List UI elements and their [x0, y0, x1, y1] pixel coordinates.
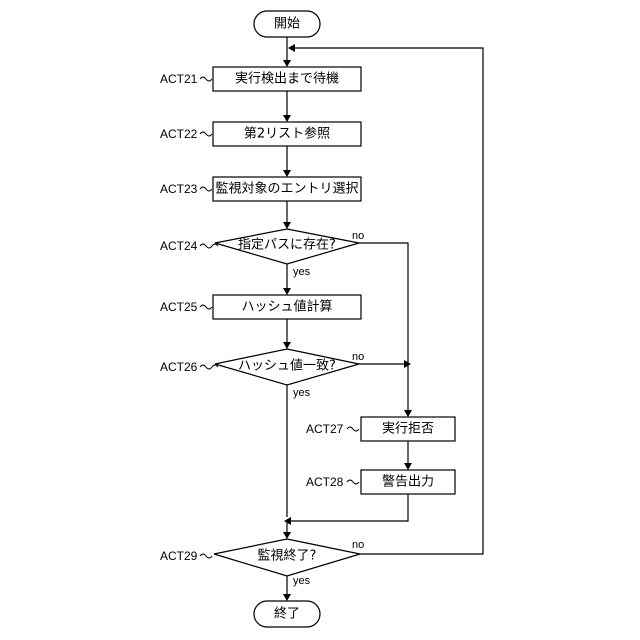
branch-no-label: no	[352, 539, 364, 551]
step-id-act27: ACT27	[306, 422, 344, 436]
step-id-act26: ACT26	[160, 360, 198, 374]
branch-no-label: no	[352, 351, 364, 363]
step-leader	[347, 427, 359, 431]
arrowhead	[283, 594, 291, 601]
process-label: 警告出力	[382, 474, 434, 490]
end-terminator: 終了	[254, 601, 320, 627]
start-label: 開始	[274, 17, 300, 32]
arrowhead	[283, 222, 291, 229]
process-label: ハッシュ値計算	[241, 299, 332, 315]
step-id-act22: ACT22	[160, 127, 198, 141]
process-label: 実行拒否	[382, 421, 434, 437]
arrowhead	[283, 532, 291, 539]
decision-act24: 指定パスに存在?	[215, 229, 359, 264]
arrowhead	[283, 115, 291, 122]
arrowhead	[404, 463, 412, 470]
step-id-act24: ACT24	[160, 239, 198, 253]
step-leader	[200, 305, 212, 309]
flow-act24-no-branch	[359, 243, 408, 410]
arrowhead	[283, 170, 291, 177]
branch-labels: no yes no yes no yes	[293, 230, 364, 587]
decision-label: 監視終了?	[258, 548, 317, 564]
branch-yes-label: yes	[293, 575, 311, 587]
branch-yes-label: yes	[293, 266, 311, 278]
process-act22: 第2リスト参照	[213, 122, 361, 146]
process-act25: ハッシュ値計算	[213, 295, 361, 319]
step-id-act29: ACT29	[160, 549, 198, 563]
process-act23: 監視対象のエントリ選択	[213, 177, 361, 201]
decision-act29: 監視終了?	[214, 539, 360, 576]
step-id-act23: ACT23	[160, 182, 198, 196]
flow-act28-to-merge	[291, 494, 408, 521]
step-leader	[347, 480, 359, 484]
branch-yes-label: yes	[293, 387, 311, 399]
decision-label: ハッシュ値一致?	[238, 358, 336, 374]
step-leader	[200, 554, 212, 558]
start-terminator: 開始	[254, 11, 320, 37]
process-label: 監視対象のエントリ選択	[215, 181, 358, 197]
arrowhead	[288, 44, 295, 52]
step-leader	[200, 365, 218, 369]
arrowhead	[283, 342, 291, 349]
step-id-act28: ACT28	[306, 475, 344, 489]
branch-no-label: no	[352, 230, 364, 242]
step-id-act21: ACT21	[160, 72, 198, 86]
step-leader	[200, 187, 212, 191]
process-label: 第2リスト参照	[244, 126, 330, 142]
step-leader	[200, 77, 212, 81]
process-act28: 警告出力	[361, 470, 455, 494]
arrowhead	[404, 410, 412, 417]
arrowhead	[283, 60, 291, 67]
step-leader	[200, 132, 212, 136]
process-act27: 実行拒否	[361, 417, 455, 441]
process-label: 実行検出まで待機	[235, 71, 339, 87]
process-act21: 実行検出まで待機	[213, 67, 361, 91]
step-leader	[200, 244, 218, 248]
decision-label: 指定パスに存在?	[238, 238, 336, 253]
decision-act26: ハッシュ値一致?	[215, 349, 359, 385]
end-label: 終了	[274, 606, 300, 622]
arrowhead	[283, 288, 291, 295]
step-id-act25: ACT25	[160, 300, 198, 314]
